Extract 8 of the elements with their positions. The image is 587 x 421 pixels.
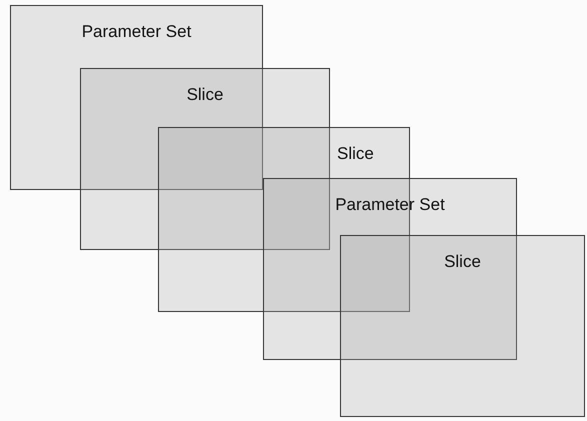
- box-title: Parameter Set: [80, 22, 192, 42]
- box-title: Slice: [186, 85, 224, 105]
- box-title: Slice: [337, 144, 374, 164]
- box-title: Slice: [443, 252, 482, 272]
- layer-box: [80, 68, 330, 250]
- layer-box: [10, 5, 263, 190]
- layer-box: [340, 235, 585, 417]
- layer-box: [263, 178, 517, 360]
